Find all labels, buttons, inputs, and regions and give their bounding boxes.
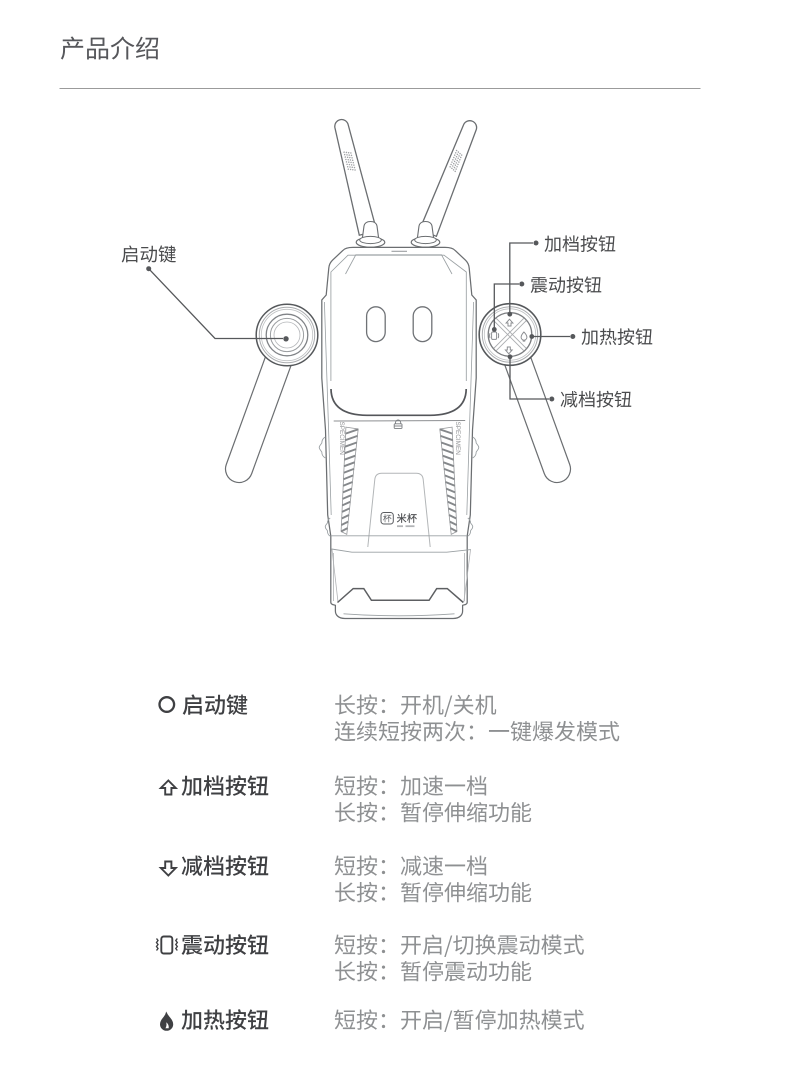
svg-text:SPECIMEN: SPECIMEN [338,422,345,456]
svg-text:SPECIMEN: SPECIMEN [454,422,461,456]
